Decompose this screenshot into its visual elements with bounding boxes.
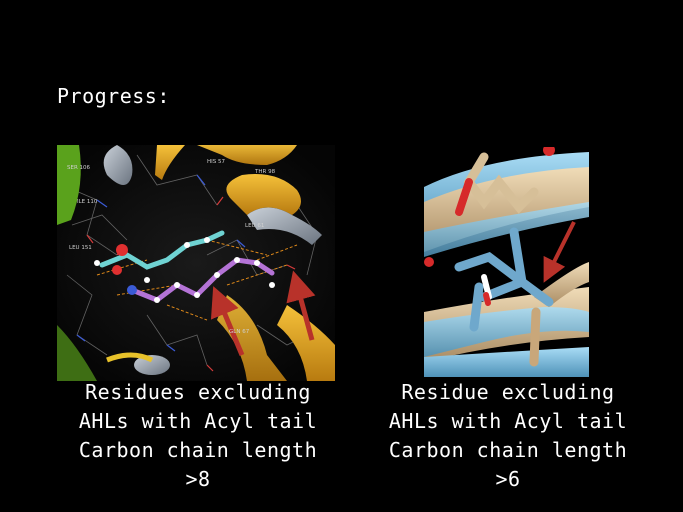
residue-label: LEU 151 [69, 245, 92, 251]
residue-label: LEU 61 [245, 223, 264, 229]
caption-right: Residue excluding AHLs with Acyl tail Ca… [384, 378, 632, 494]
binding-pocket-image: SER 106 THR 98 HIS 57 ILE 110 LEU 61 GLN… [57, 145, 335, 381]
caption-line: >8 [185, 467, 211, 491]
residue-label: SER 106 [67, 165, 91, 171]
caption-line: Residue excluding [401, 380, 615, 404]
residue-closeup-graphic [424, 147, 589, 377]
caption-left: Residues excluding AHLs with Acyl tail C… [66, 378, 330, 494]
residue-label: GLN 67 [229, 329, 250, 335]
residue-closeup-image [424, 147, 589, 377]
residue-label: ILE 110 [77, 199, 98, 205]
caption-line: AHLs with Acyl tail [388, 409, 628, 433]
caption-line: >6 [495, 467, 521, 491]
caption-line: Carbon chain length [388, 438, 628, 462]
binding-pocket-graphic: SER 106 THR 98 HIS 57 ILE 110 LEU 61 GLN… [57, 145, 335, 381]
residue-label: THR 98 [254, 169, 276, 175]
caption-line: Carbon chain length [78, 438, 318, 462]
caption-line: Residues excluding [85, 380, 311, 404]
caption-line: AHLs with Acyl tail [78, 409, 318, 433]
slide-title: Progress: [57, 84, 170, 108]
residue-label: HIS 57 [207, 159, 225, 165]
